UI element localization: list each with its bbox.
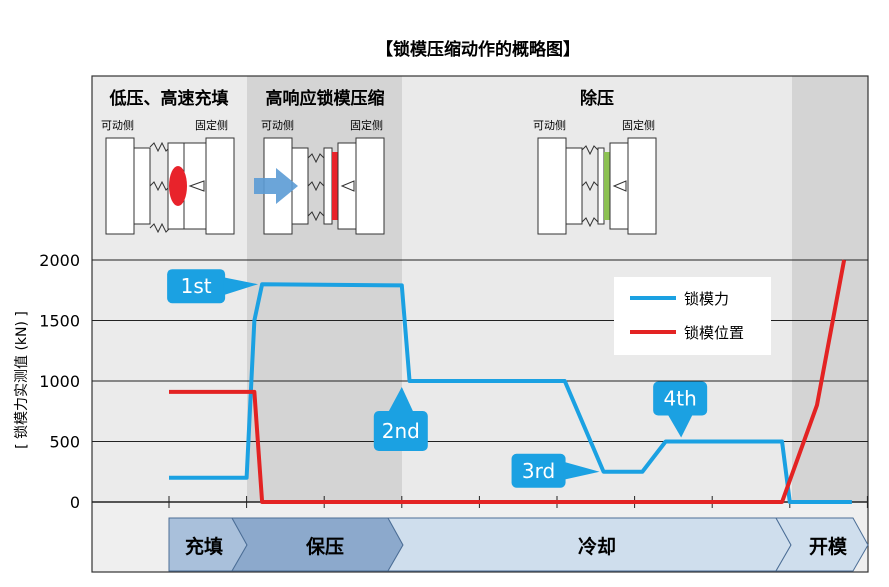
phase-label-release: 除压 xyxy=(580,88,614,109)
y-axis-label: [ 锁模力实测值 (kN) ] xyxy=(14,311,30,449)
y-tick-label: 1000 xyxy=(39,372,80,391)
y-tick-label: 2000 xyxy=(39,251,80,270)
phase-label-fill: 低压、高速充填 xyxy=(109,88,229,109)
callout-box xyxy=(653,381,708,416)
annotations: 1st 2nd 3rd 4th xyxy=(167,269,708,488)
phase-band-open xyxy=(792,76,868,502)
legend-label-force: 锁模力 xyxy=(684,290,729,308)
y-tick-label: 0 xyxy=(70,493,80,512)
phase-label-compress: 高响应锁模压缩 xyxy=(266,88,385,109)
callout-pointer xyxy=(223,277,259,296)
melt-icon xyxy=(169,166,187,206)
mold-diagram-release: 可动侧 固定侧 xyxy=(533,118,657,235)
band-label-cool: 冷却 xyxy=(578,535,616,558)
series-group xyxy=(169,259,852,504)
callout-pointer xyxy=(667,413,694,438)
callout-label: 3rd xyxy=(522,459,555,483)
process-bands: 充填 保压 冷却 开模 xyxy=(168,517,869,572)
cooled-part-icon xyxy=(604,152,610,220)
plot-frame xyxy=(91,75,869,573)
series-clamp-force-line xyxy=(169,282,852,504)
series-clamp-position-line xyxy=(169,259,847,504)
band-open xyxy=(775,517,869,572)
fixed-side-label: 固定侧 xyxy=(622,118,655,132)
mold-diagram-compress: 可动侧 固定侧 xyxy=(254,118,385,235)
legend: 锁模力 锁模位置 xyxy=(614,277,771,355)
band-label-fill: 充填 xyxy=(185,535,223,558)
callout-label: 4th xyxy=(664,387,697,411)
fixed-side-label: 固定侧 xyxy=(195,118,228,132)
callout-label: 1st xyxy=(181,274,212,298)
melt-icon xyxy=(332,152,338,220)
callout-3rd: 3rd xyxy=(511,453,600,488)
compression-arrow-icon xyxy=(254,168,298,204)
band-label-open: 开模 xyxy=(809,535,848,558)
legend-label-position: 锁模位置 xyxy=(684,324,744,342)
legend-box xyxy=(614,277,771,355)
y-tick-label: 500 xyxy=(49,433,80,452)
callout-pointer xyxy=(563,461,600,480)
callout-2nd: 2nd xyxy=(373,387,428,451)
callout-box xyxy=(511,453,566,488)
chart-title: 【锁模压缩动作的概略图】 xyxy=(376,39,580,60)
callout-label: 2nd xyxy=(382,419,420,443)
y-axis: 0 500 1000 1500 2000 xyxy=(39,251,80,512)
y-tick-label: 1500 xyxy=(39,312,80,331)
movable-side-label: 可动侧 xyxy=(101,119,134,132)
fixed-side-label: 固定侧 xyxy=(350,118,383,132)
movable-side-label: 可动侧 xyxy=(533,119,566,132)
band-label-hold: 保压 xyxy=(305,535,344,558)
mold-diagram-fill: 可动侧 固定侧 xyxy=(101,118,235,235)
callout-pointer xyxy=(387,387,414,413)
callout-box xyxy=(373,411,428,451)
callout-box xyxy=(167,269,226,304)
callout-4th: 4th xyxy=(653,381,708,438)
callout-1st: 1st xyxy=(167,269,259,304)
movable-side-label: 可动侧 xyxy=(261,119,294,132)
